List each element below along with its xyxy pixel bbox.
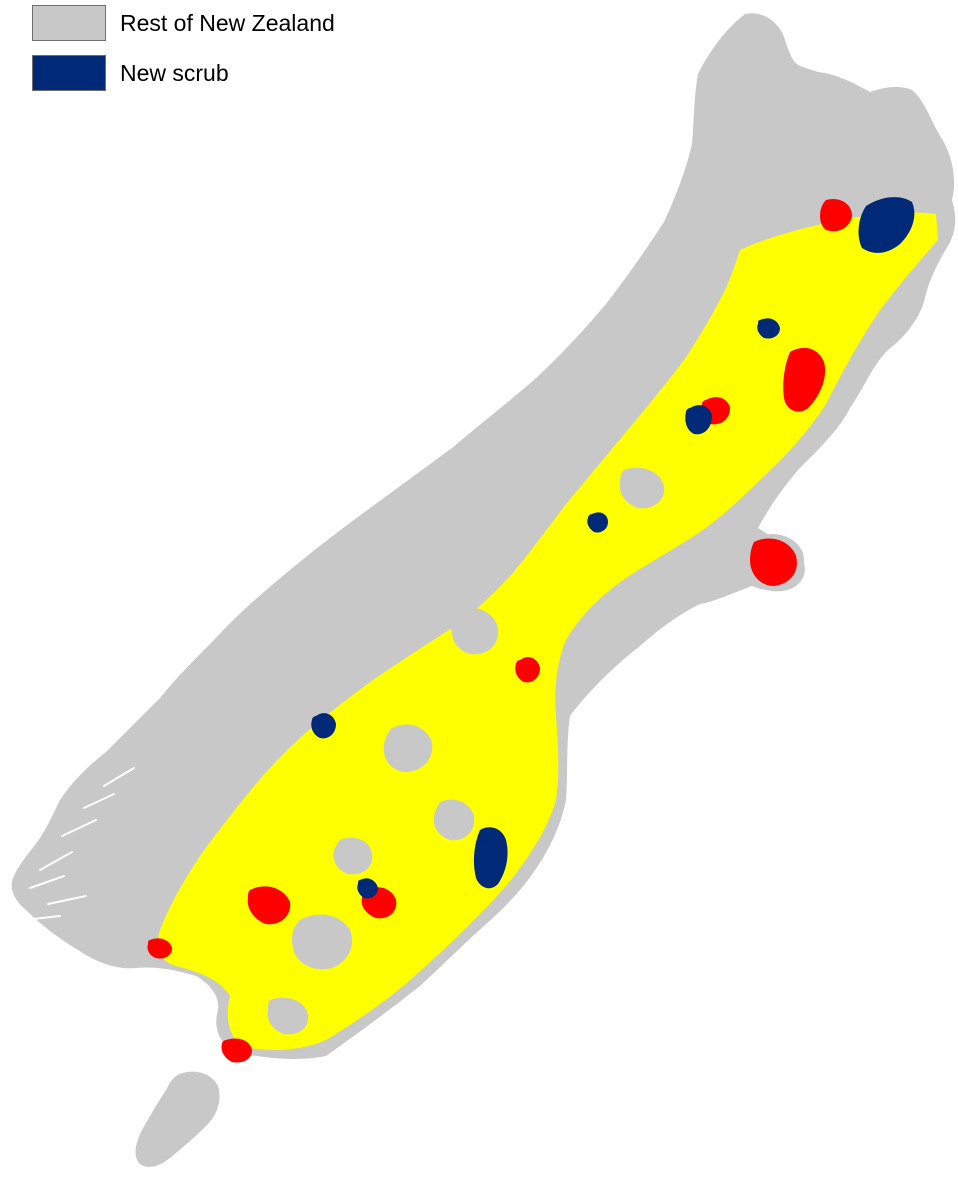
fiordland-sounds — [23, 767, 135, 921]
red-overlay — [147, 198, 852, 1063]
legend-label: New scrub — [120, 59, 229, 86]
legend-swatch-navy — [32, 55, 106, 91]
stewart-island — [135, 1071, 220, 1167]
map-legend: Rest of New Zealand New scrub — [32, 4, 335, 104]
new-scrub-overlay — [311, 197, 915, 899]
legend-swatch-gray — [32, 5, 106, 41]
grey-patches — [267, 467, 665, 1035]
legend-item-rest-of-new-zealand: Rest of New Zealand — [32, 4, 335, 42]
legend-label: Rest of New Zealand — [120, 9, 335, 36]
legend-item-new-scrub: New scrub — [32, 54, 335, 92]
